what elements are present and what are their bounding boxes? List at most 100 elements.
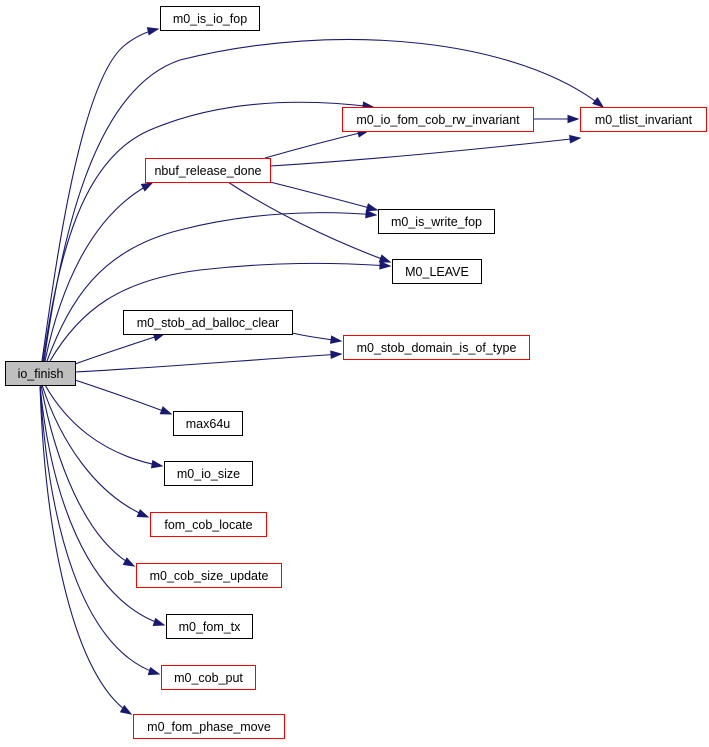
edge-io_finish-to-m0_fom_phase_move	[39, 384, 133, 715]
edge-line	[46, 212, 377, 362]
edge-line	[44, 384, 163, 467]
edge-line	[269, 181, 378, 211]
node-label: m0_is_write_fop	[391, 215, 482, 229]
edge-io_finish-to-max64u	[74, 379, 173, 415]
node-io_finish: io_finish	[5, 361, 76, 386]
node-box	[342, 107, 534, 132]
node-m0_io_size: m0_io_size	[164, 461, 253, 486]
edge-line	[49, 262, 391, 362]
node-nbuf_release_done[interactable]: nbuf_release_done	[145, 158, 271, 183]
node-label: m0_tlist_invariant	[595, 113, 693, 127]
arrowhead	[136, 508, 150, 518]
arrowhead	[122, 557, 136, 567]
node-m0_fom_phase_move[interactable]: m0_fom_phase_move	[133, 714, 285, 739]
node-m0_io_fom_cob_rw_invariant[interactable]: m0_io_fom_cob_rw_invariant	[342, 107, 534, 132]
edge-line	[264, 130, 369, 159]
node-label: m0_fom_phase_move	[147, 720, 271, 734]
node-m0_stob_domain_is_of_type[interactable]: m0_stob_domain_is_of_type	[343, 335, 530, 360]
edge-line	[227, 181, 391, 263]
node-box	[164, 461, 253, 486]
node-box	[166, 614, 253, 639]
edge-nbuf_release_done-to-m0_io_fom_cob_rw_invariant	[264, 129, 370, 159]
node-label: m0_cob_size_update	[150, 569, 269, 583]
node-box	[145, 158, 271, 183]
edge-io_finish-to-m0_stob_ad_balloc_clear	[74, 333, 166, 365]
edge-line	[41, 28, 159, 362]
arrowhead	[152, 617, 166, 626]
edge-nbuf_release_done-to-m0_tlist_invariant	[269, 134, 582, 167]
edge-io_finish-to-m0_is_io_fop	[41, 27, 160, 362]
arrowhead	[330, 335, 343, 344]
node-m0_tlist_invariant[interactable]: m0_tlist_invariant	[580, 107, 707, 132]
edges-layer	[39, 27, 605, 715]
edge-io_finish-to-m0_io_size	[44, 384, 164, 469]
node-box	[160, 6, 260, 31]
node-fom_cob_locate[interactable]: fom_cob_locate	[150, 512, 267, 537]
arrowhead	[159, 406, 173, 415]
node-label: m0_io_size	[177, 467, 240, 481]
edge-line	[42, 101, 374, 362]
node-box	[136, 563, 282, 588]
node-m0_cob_put[interactable]: m0_cob_put	[161, 665, 256, 690]
node-m0_stob_ad_balloc_clear: m0_stob_ad_balloc_clear	[123, 310, 293, 335]
arrowhead	[365, 203, 379, 212]
node-label: m0_stob_ad_balloc_clear	[137, 316, 279, 330]
node-label: m0_io_fom_cob_rw_invariant	[356, 113, 520, 127]
edge-io_finish-to-fom_cob_locate	[41, 384, 150, 518]
edge-io_finish-to-m0_fom_tx	[39, 384, 166, 626]
node-label: max64u	[186, 417, 231, 431]
node-label: M0_LEAVE	[405, 265, 469, 279]
edge-line	[43, 38, 604, 362]
edge-m0_io_fom_cob_rw_invariant-to-m0_tlist_invariant	[532, 114, 580, 124]
node-box	[150, 512, 267, 537]
node-label: m0_is_io_fop	[173, 12, 247, 26]
nodes-layer: io_finish m0_is_io_fop m0_io_fom_cob_rw_in…	[5, 6, 707, 739]
node-m0_fom_tx: m0_fom_tx	[166, 614, 253, 639]
edge-line	[74, 379, 172, 415]
edge-line	[44, 182, 153, 362]
arrowhead	[378, 254, 392, 263]
node-box	[173, 411, 243, 436]
arrowhead	[567, 114, 580, 124]
edge-nbuf_release_done-to-M0_LEAVE	[227, 181, 392, 263]
edge-line	[39, 384, 160, 675]
edge-io_finish-to-nbuf_release_done	[44, 182, 154, 362]
arrowhead	[150, 459, 164, 469]
edge-m0_stob_ad_balloc_clear-to-m0_stob_domain_is_of_type	[291, 332, 343, 344]
arrowhead	[569, 134, 582, 144]
node-m0_cob_size_update[interactable]: m0_cob_size_update	[136, 563, 282, 588]
edge-io_finish-to-m0_cob_put	[39, 384, 161, 676]
arrowhead	[365, 209, 378, 219]
node-box	[123, 310, 293, 335]
arrowhead	[147, 666, 161, 676]
edge-io_finish-to-m0_stob_domain_is_of_type	[74, 350, 343, 373]
edge-line	[39, 384, 165, 626]
arrowhead	[379, 260, 392, 270]
edge-io_finish-to-m0_cob_size_update	[40, 384, 136, 567]
node-box	[133, 714, 285, 739]
node-label: m0_fom_tx	[179, 620, 242, 634]
edge-line	[40, 384, 135, 567]
edge-nbuf_release_done-to-m0_is_write_fop	[269, 181, 379, 212]
arrowhead	[119, 704, 133, 715]
arrowhead	[330, 350, 343, 359]
node-box	[161, 665, 256, 690]
edge-line	[74, 333, 165, 365]
node-box	[343, 335, 530, 360]
edge-io_finish-to-M0_LEAVE	[49, 260, 392, 362]
node-label: io_finish	[18, 367, 64, 381]
node-label: m0_stob_domain_is_of_type	[357, 341, 517, 355]
node-max64u: max64u	[173, 411, 243, 436]
node-box	[392, 259, 482, 284]
arrowhead	[140, 182, 154, 192]
node-M0_LEAVE: M0_LEAVE	[392, 259, 482, 284]
edge-io_finish-to-m0_tlist_invariant	[43, 38, 605, 362]
arrowhead	[146, 27, 160, 36]
edge-io_finish-to-m0_is_write_fop	[46, 209, 378, 362]
edge-line	[74, 353, 342, 373]
node-box	[378, 209, 495, 234]
node-m0_is_write_fop: m0_is_write_fop	[378, 209, 495, 234]
edge-line	[39, 384, 132, 715]
edge-line	[41, 384, 149, 518]
